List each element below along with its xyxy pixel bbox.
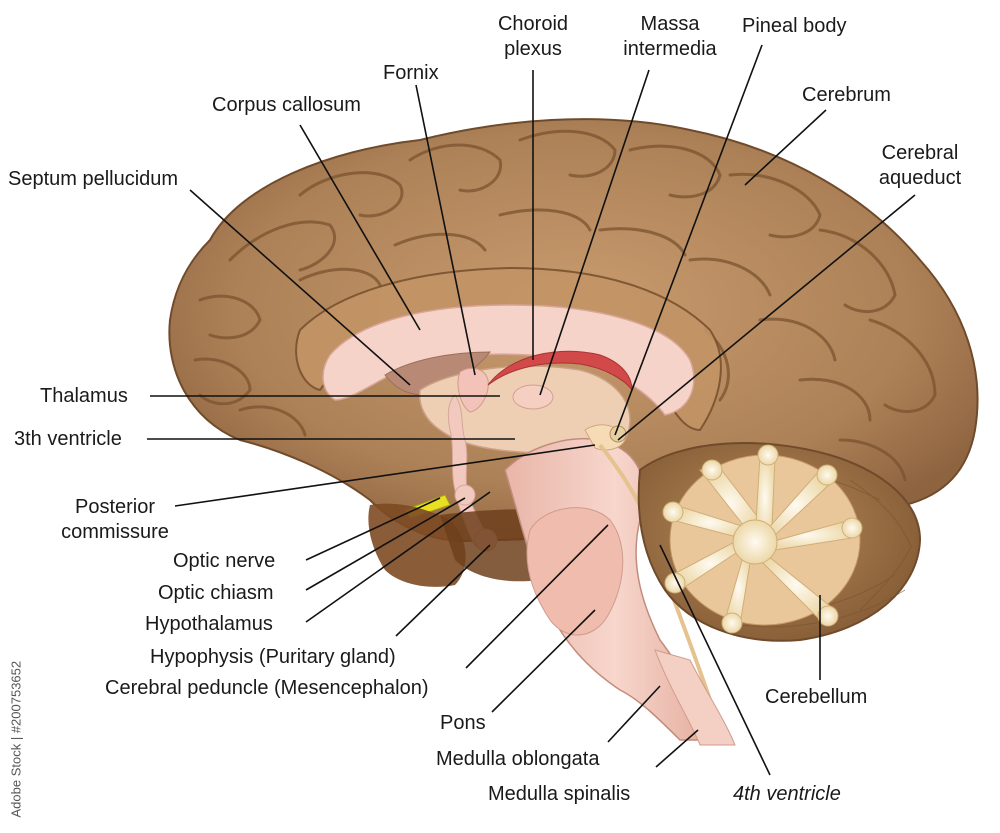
stock-watermark-text: Adobe Stock | #200753652 bbox=[8, 660, 24, 818]
label-corpus-callosum: Corpus callosum bbox=[212, 94, 361, 116]
label-cerebral-aqueduct: Cerebral aqueduct bbox=[860, 141, 980, 191]
leader-lines bbox=[147, 44, 916, 776]
label-medulla-oblongata: Medulla oblongata bbox=[436, 748, 600, 770]
label-third-ventricle: 3th ventricle bbox=[14, 428, 122, 450]
label-massa-intermedia-text: Massa intermedia bbox=[623, 13, 717, 60]
label-pons: Pons bbox=[440, 712, 486, 734]
label-choroid-plexus-text: Choroid plexus bbox=[497, 13, 569, 60]
label-cerebral-peduncle: Cerebral peduncle (Mesencephalon) bbox=[105, 677, 429, 699]
label-medulla-spinalis: Medulla spinalis bbox=[488, 783, 631, 805]
label-pineal-body: Pineal body bbox=[742, 15, 847, 37]
label-optic-nerve: Optic nerve bbox=[173, 550, 276, 572]
label-posterior-commissure: Posterior commissure bbox=[50, 495, 180, 545]
label-optic-chiasm: Optic chiasm bbox=[158, 582, 274, 604]
label-cerebellum: Cerebellum bbox=[765, 686, 868, 708]
label-fornix: Fornix bbox=[383, 62, 439, 84]
stock-watermark: Adobe Stock | #200753652 bbox=[6, 600, 26, 820]
label-hypophysis: Hypophysis (Puritary gland) bbox=[150, 646, 396, 668]
massa-intermedia-shape bbox=[512, 384, 554, 410]
label-choroid-plexus: Choroid plexus bbox=[473, 12, 593, 62]
fornix-shape bbox=[457, 367, 489, 413]
label-fourth-ventricle: 4th ventricle bbox=[733, 783, 841, 805]
label-thalamus: Thalamus bbox=[40, 385, 128, 407]
label-massa-intermedia: Massa intermedia bbox=[600, 12, 740, 62]
label-posterior-commissure-text: Posterior commissure bbox=[61, 496, 169, 543]
label-septum-pellucidum: Septum pellucidum bbox=[8, 168, 179, 190]
label-hypothalamus: Hypothalamus bbox=[145, 613, 273, 635]
label-cerebrum: Cerebrum bbox=[802, 84, 891, 106]
arbor-vitae bbox=[662, 444, 863, 634]
label-cerebral-aqueduct-text: Cerebral aqueduct bbox=[878, 142, 962, 189]
